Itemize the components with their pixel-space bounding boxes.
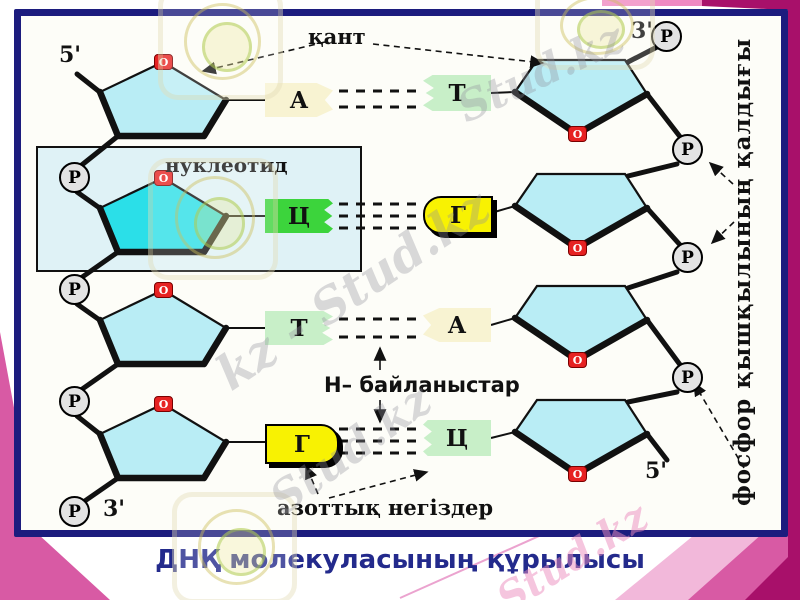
base-letter: А: [447, 311, 467, 339]
base-cytosine-row2: Ц: [265, 199, 333, 233]
hydrogen-bonds: [339, 89, 421, 455]
base-guanine-row2: Г: [423, 196, 493, 234]
base-letter: Т: [290, 314, 308, 342]
sugar-pentagon-row3-right: [511, 284, 651, 364]
three-prime-bottom-left: 3': [103, 496, 126, 522]
sugar-pentagon-row1-right: [511, 58, 651, 138]
oxygen-right-2: O: [568, 240, 587, 256]
nitrogen-bases-label-arrows: [305, 464, 429, 499]
oxygen-right-1: O: [568, 126, 587, 142]
nucleotide-label: нуклеотид: [165, 153, 288, 177]
three-prime-top-right: 3': [631, 18, 654, 44]
h-bonds-label: Н– байланыстар: [324, 373, 520, 397]
phosphate-left-2: P: [59, 274, 90, 305]
phosphate-right-4: P: [672, 362, 703, 393]
base-adenine-row3: А: [423, 308, 491, 342]
sugar-pentagon-row4-left: [96, 402, 230, 482]
base-guanine-row4: Г: [265, 424, 339, 464]
oxygen-right-3: O: [568, 352, 587, 368]
top-pink-strip: [602, 0, 714, 6]
phosphate-left-4: P: [59, 496, 90, 527]
phosphate-left-3: P: [59, 386, 90, 417]
right-strand-backbone: [625, 43, 684, 463]
base-letter: А: [289, 86, 309, 114]
base-adenine-row1: А: [265, 83, 333, 117]
base-thymine-row3: Т: [265, 311, 333, 345]
dna-skeleton: [74, 41, 745, 508]
phosphate-label-arrows: [693, 161, 745, 469]
phosphate-right-3: P: [672, 242, 703, 273]
bottom-right-dark-triangle: [745, 545, 800, 600]
sugar-label: қант: [308, 24, 366, 49]
phosphate-left-1: P: [59, 162, 90, 193]
oxygen-right-4: O: [568, 466, 587, 482]
sugar-pentagon-row2-right: [511, 172, 651, 252]
oxygen-left-4: O: [154, 396, 173, 412]
base-letter: Г: [450, 201, 466, 229]
slide-title: ДНҚ молекуласының құрылысы: [155, 545, 645, 575]
sugar-pentagon-row3-left: [96, 288, 230, 368]
sugar-pentagon-row2-left: [96, 176, 230, 256]
phosphate-residue-label: фосфор қышқылының қалдығы: [729, 37, 756, 507]
five-prime-bottom-right: 5': [645, 458, 668, 484]
base-connectors: [226, 91, 516, 443]
base-cytosine-row4: Ц: [423, 420, 491, 456]
base-thymine-row1: Т: [423, 75, 491, 111]
oxygen-left-1: O: [154, 54, 173, 70]
dna-diagram-frame: А Т Ц Г Т А Г Ц P P P P P P P P O O O O …: [14, 9, 788, 537]
base-letter: Г: [294, 430, 310, 458]
sugar-pentagon-row1-left: [96, 60, 230, 140]
base-letter: Т: [448, 79, 466, 107]
sugar-label-arrows: [201, 41, 545, 75]
top-right-magenta-band: [702, 0, 800, 24]
oxygen-left-2: O: [154, 170, 173, 186]
base-letter: Ц: [445, 424, 469, 452]
base-letter: Ц: [287, 202, 311, 230]
oxygen-left-3: O: [154, 282, 173, 298]
phosphate-right-1: P: [651, 21, 682, 52]
nitrogen-bases-label: азоттық негіздер: [277, 495, 494, 520]
right-magenta-band: [788, 0, 800, 600]
sugar-pentagon-row4-right: [511, 398, 651, 478]
five-prime-top-left: 5': [59, 42, 82, 68]
phosphate-right-2: P: [672, 134, 703, 165]
